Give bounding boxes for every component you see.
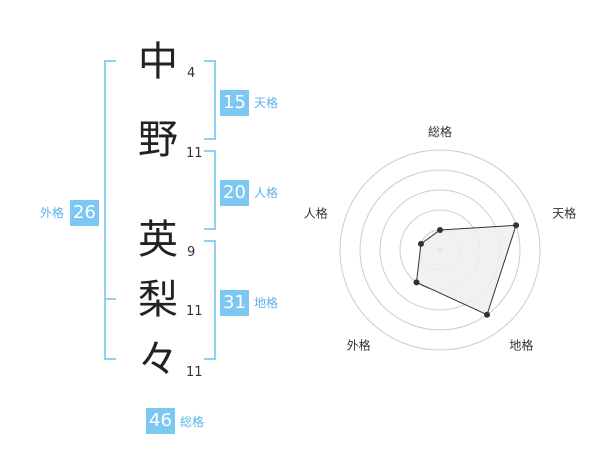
radar-point-1 bbox=[437, 227, 443, 233]
radar-axis-label-2: 天格 bbox=[552, 206, 576, 221]
name-char-4: 梨 bbox=[138, 277, 178, 323]
radar-axis-label-3: 地格 bbox=[509, 337, 533, 352]
radar-point-5 bbox=[417, 240, 424, 247]
soukaku-label: 総格 bbox=[180, 415, 205, 429]
chikaku-value-badge: 31 bbox=[220, 290, 249, 316]
stroke-count-1: 4 bbox=[187, 66, 196, 81]
gaikaku-bracket bbox=[104, 60, 116, 360]
radar-point-2 bbox=[513, 222, 520, 229]
name-char-5: 々 bbox=[138, 337, 178, 383]
name-char-2: 野 bbox=[138, 117, 178, 163]
radar-axis-label-4: 外格 bbox=[347, 337, 371, 352]
gaikaku-value-badge: 26 bbox=[70, 200, 99, 226]
name-char-3: 英 bbox=[138, 217, 178, 263]
radar-axis-label-1: 総格 bbox=[428, 124, 452, 139]
gaikaku-label: 外格 bbox=[40, 206, 65, 220]
jinkaku-value-badge: 20 bbox=[220, 180, 249, 206]
gaikaku-bracket-divider bbox=[104, 298, 116, 300]
tenkaku-bracket bbox=[204, 60, 216, 140]
stroke-count-3: 9 bbox=[187, 245, 196, 260]
radar-point-4 bbox=[413, 279, 420, 286]
radar-data-polygon bbox=[415, 224, 517, 316]
chikaku-label: 地格 bbox=[254, 296, 279, 310]
tenkaku-value-badge: 15 bbox=[220, 90, 249, 116]
radar-axis-label-5: 人格 bbox=[304, 206, 328, 221]
tenkaku-label: 天格 bbox=[254, 96, 279, 110]
jinkaku-label: 人格 bbox=[254, 186, 279, 200]
jinkaku-bracket bbox=[204, 150, 216, 230]
name-char-1: 中 bbox=[138, 39, 178, 85]
chikaku-bracket bbox=[204, 240, 216, 360]
radar-ring-4 bbox=[359, 169, 521, 331]
stroke-count-4: 11 bbox=[186, 304, 203, 319]
soukaku-value-badge: 46 bbox=[146, 408, 175, 434]
radar-point-3 bbox=[484, 311, 491, 318]
stroke-count-2: 11 bbox=[186, 146, 203, 161]
radar-ring-5 bbox=[339, 149, 541, 351]
stroke-count-5: 11 bbox=[186, 365, 203, 380]
